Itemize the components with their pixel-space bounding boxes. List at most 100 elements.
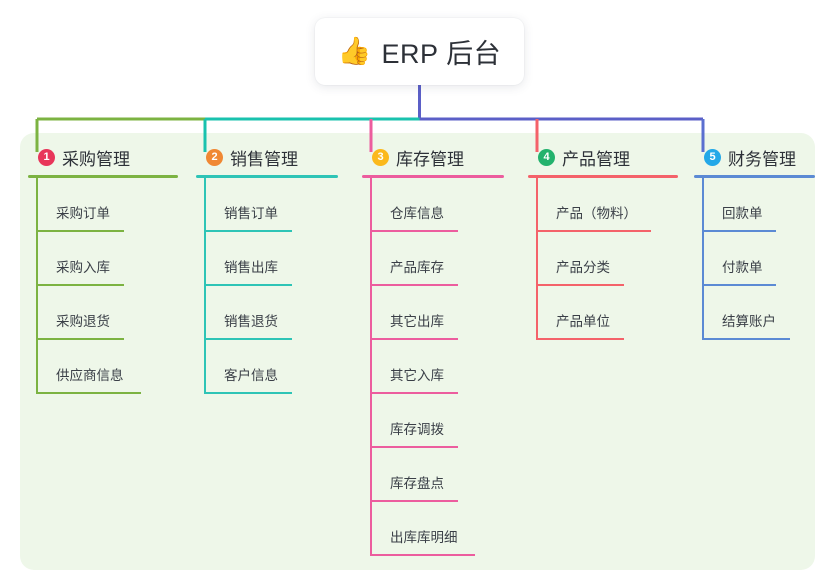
leaf-node[interactable]: 付款单 <box>694 232 815 286</box>
leaf-node[interactable]: 回款单 <box>694 178 815 232</box>
leaf-node[interactable]: 销售退货 <box>196 286 338 340</box>
leaf-node[interactable]: 仓库信息 <box>362 178 504 232</box>
leaf-spine <box>370 448 372 502</box>
leaf-spine <box>702 232 704 286</box>
leaf-spine <box>370 340 372 394</box>
branch-number-badge: 3 <box>372 148 389 166</box>
leaf-spine <box>36 232 38 286</box>
leaf-spine <box>36 340 38 394</box>
leaf-underline <box>702 284 776 286</box>
leaf-label: 库存调拨 <box>390 422 444 437</box>
branch-underline <box>28 175 178 178</box>
branch-header-财务管理[interactable]: 5 财务管理 <box>694 145 815 169</box>
leaf-label: 回款单 <box>722 206 763 221</box>
leaf-label: 销售订单 <box>224 206 278 221</box>
leaf-underline <box>536 338 624 340</box>
leaf-underline <box>36 392 141 394</box>
branch-number-badge: 2 <box>206 148 223 166</box>
leaf-underline <box>204 284 292 286</box>
leaf-node[interactable]: 客户信息 <box>196 340 338 394</box>
leaf-node[interactable]: 结算账户 <box>694 286 815 340</box>
leaf-underline <box>36 230 124 232</box>
leaf-node[interactable]: 采购订单 <box>28 178 178 232</box>
leaf-spine <box>204 232 206 286</box>
leaf-spine <box>370 178 372 232</box>
leaf-label: 采购入库 <box>56 260 110 275</box>
root-node-erp[interactable]: 👍 ERP 后台 <box>315 18 524 85</box>
leaf-label: 产品（物料） <box>556 206 637 221</box>
leaf-node[interactable]: 采购退货 <box>28 286 178 340</box>
leaf-label: 结算账户 <box>722 314 776 329</box>
leaf-node[interactable]: 销售出库 <box>196 232 338 286</box>
leaf-node[interactable]: 产品库存 <box>362 232 504 286</box>
diagram-background-panel <box>20 133 815 570</box>
leaf-underline <box>370 284 458 286</box>
branch-title: 采购管理 <box>62 149 130 169</box>
branch-children: 产品（物料） 产品分类产品单位 <box>528 178 678 340</box>
leaf-label: 出库库明细 <box>390 530 458 545</box>
leaf-underline <box>702 338 790 340</box>
leaf-node[interactable]: 采购入库 <box>28 232 178 286</box>
leaf-node[interactable]: 产品单位 <box>528 286 678 340</box>
leaf-label: 付款单 <box>722 260 763 275</box>
leaf-node[interactable]: 供应商信息 <box>28 340 178 394</box>
leaf-underline <box>370 500 458 502</box>
leaf-spine <box>36 178 38 232</box>
leaf-label: 客户信息 <box>224 368 278 383</box>
leaf-node[interactable]: 库存调拨 <box>362 394 504 448</box>
branch-underline <box>362 175 504 178</box>
leaf-underline <box>204 392 292 394</box>
leaf-label: 产品库存 <box>390 260 444 275</box>
leaf-underline <box>370 338 458 340</box>
leaf-node[interactable]: 出库库明细 <box>362 502 504 556</box>
leaf-node[interactable]: 其它入库 <box>362 340 504 394</box>
leaf-spine <box>204 178 206 232</box>
leaf-spine <box>536 178 538 232</box>
root-node-title: ERP 后台 <box>381 39 502 69</box>
leaf-node[interactable]: 产品（物料） <box>528 178 678 232</box>
leaf-node[interactable]: 销售订单 <box>196 178 338 232</box>
leaf-spine <box>370 286 372 340</box>
leaf-underline <box>536 284 624 286</box>
leaf-label: 其它出库 <box>390 314 444 329</box>
leaf-label: 仓库信息 <box>390 206 444 221</box>
leaf-spine <box>204 340 206 394</box>
branch-title: 产品管理 <box>562 149 630 169</box>
branch-number-badge: 5 <box>704 148 721 166</box>
leaf-underline <box>204 230 292 232</box>
leaf-label: 采购退货 <box>56 314 110 329</box>
branch-children: 采购订单采购入库采购退货供应商信息 <box>28 178 178 394</box>
leaf-node[interactable]: 产品分类 <box>528 232 678 286</box>
leaf-underline <box>204 338 292 340</box>
leaf-spine <box>36 286 38 340</box>
leaf-label: 销售出库 <box>224 260 278 275</box>
leaf-underline <box>370 230 458 232</box>
leaf-underline <box>536 230 651 232</box>
branch-children: 仓库信息产品库存其它出库其它入库库存调拨库存盘点出库库明细 <box>362 178 504 556</box>
branch-underline <box>694 175 815 178</box>
leaf-node[interactable]: 其它出库 <box>362 286 504 340</box>
leaf-label: 产品单位 <box>556 314 610 329</box>
leaf-underline <box>370 446 458 448</box>
branch-children: 销售订单销售出库销售退货客户信息 <box>196 178 338 394</box>
leaf-label: 其它入库 <box>390 368 444 383</box>
branch-title: 财务管理 <box>728 149 796 169</box>
leaf-spine <box>370 232 372 286</box>
leaf-underline <box>370 392 458 394</box>
leaf-underline <box>370 554 475 556</box>
leaf-spine <box>536 232 538 286</box>
leaf-node[interactable]: 库存盘点 <box>362 448 504 502</box>
leaf-underline <box>702 230 776 232</box>
leaf-underline <box>36 284 124 286</box>
leaf-label: 产品分类 <box>556 260 610 275</box>
branch-财务管理[interactable]: 5 财务管理回款单付款单结算账户 <box>694 145 815 340</box>
